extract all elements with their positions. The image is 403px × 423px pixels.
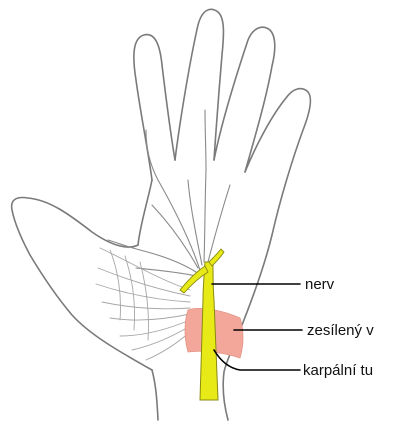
label-carpal-tunnel: karpální tu: [303, 363, 373, 378]
branch-thumb: [108, 240, 196, 272]
nerve-branches: [108, 110, 230, 276]
branch-index-2: [152, 205, 198, 268]
index-finger-outline: [134, 35, 175, 180]
thumb-outline: [138, 180, 152, 245]
little-finger-outline: [245, 89, 310, 235]
branch-thumb-2: [136, 268, 196, 276]
thenar-outline: [12, 198, 152, 371]
thenar-muscle-fibers: [96, 248, 190, 360]
label-nerve: nerv: [305, 277, 334, 292]
label-thickened-ligament: zesílený v: [307, 323, 374, 338]
branch-middle: [204, 110, 206, 262]
branch-middle-2: [188, 180, 202, 265]
median-nerve-trunk: [200, 262, 218, 400]
wrist-left-edge: [152, 370, 158, 420]
branch-ring: [208, 185, 230, 262]
middle-finger-outline: [175, 9, 223, 160]
